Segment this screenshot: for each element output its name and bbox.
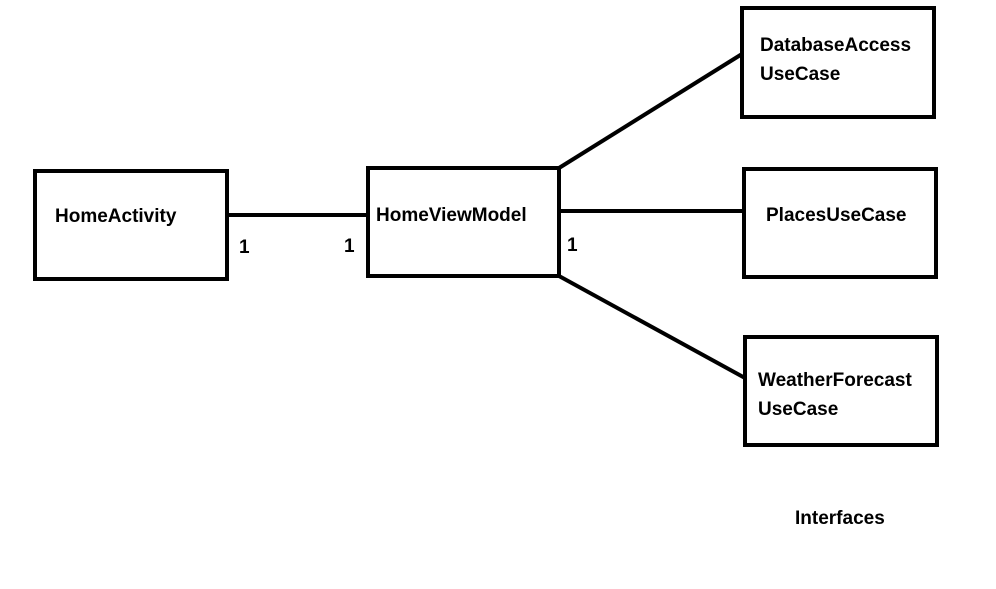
database-access-label-line1: DatabaseAccess: [760, 35, 912, 56]
connector-viewmodel-weather: [558, 274, 746, 380]
places-usecase-label: PlacesUseCase: [766, 205, 907, 226]
interfaces-caption: Interfaces: [795, 508, 885, 529]
home-activity-box: [33, 169, 229, 281]
weather-forecast-label-line2: UseCase: [758, 399, 839, 420]
multiplicity-viewmodel-side: 1: [344, 236, 355, 257]
multiplicity-activity-side: 1: [239, 237, 250, 258]
multiplicity-usecase-side: 1: [567, 235, 578, 256]
home-view-model-box: [366, 166, 561, 278]
database-access-label-line2: UseCase: [760, 64, 841, 85]
database-access-usecase-box: [740, 6, 936, 119]
connector-viewmodel-database: [557, 52, 744, 170]
weather-forecast-usecase-box: [743, 335, 939, 447]
weather-forecast-label-line1: WeatherForecast: [758, 370, 912, 391]
home-activity-label: HomeActivity: [55, 206, 177, 227]
home-view-model-label: HomeViewModel: [376, 205, 527, 226]
places-usecase-box: [742, 167, 938, 279]
